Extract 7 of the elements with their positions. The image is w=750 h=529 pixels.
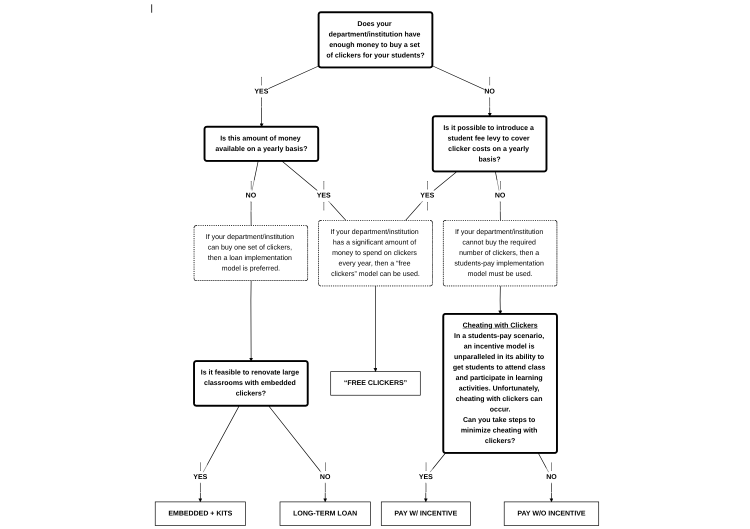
arrow: [249, 280, 254, 362]
arrow: [374, 286, 378, 372]
arrow: [198, 406, 240, 502]
arrow: [268, 406, 328, 502]
connector: [405, 171, 458, 221]
arrow: [498, 286, 502, 314]
connector: [282, 160, 346, 221]
